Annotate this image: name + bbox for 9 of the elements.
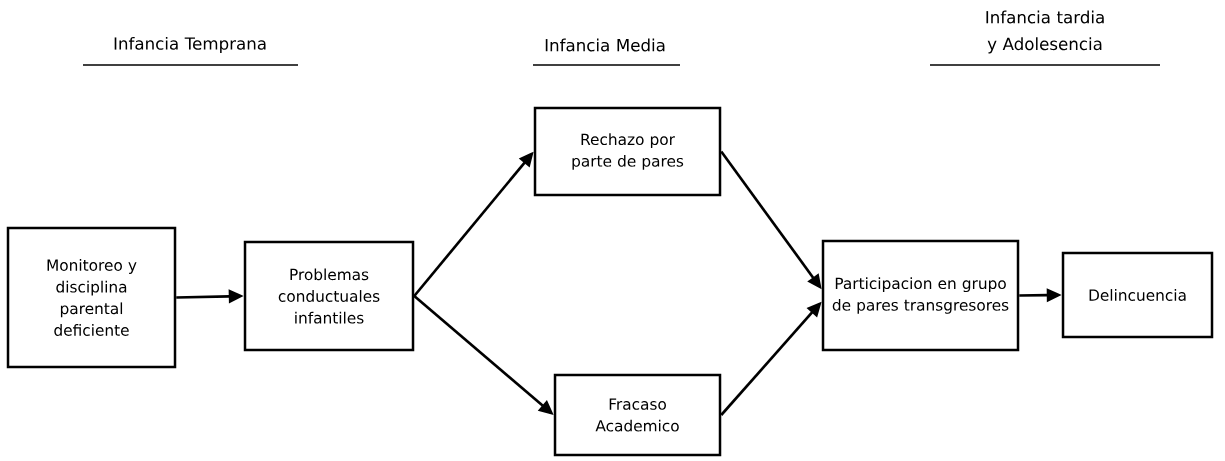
process-box: Rechazo por parte de pares	[533, 106, 722, 197]
stage-heading: Infancia Media	[545, 38, 665, 52]
stage-heading: Infancia tardia y Adolesencia	[986, 10, 1104, 54]
process-box: Fracaso Academico	[553, 373, 722, 457]
process-box: Participacion en grupo de pares transgresores	[821, 239, 1020, 352]
process-box: Delincuencia	[1061, 251, 1214, 339]
stage-heading: Infancia Temprana	[114, 36, 266, 54]
process-box: Problemas conductuales infantiles	[243, 240, 415, 352]
process-box: Monitoreo y disciplina parental deficiente	[6, 226, 177, 369]
